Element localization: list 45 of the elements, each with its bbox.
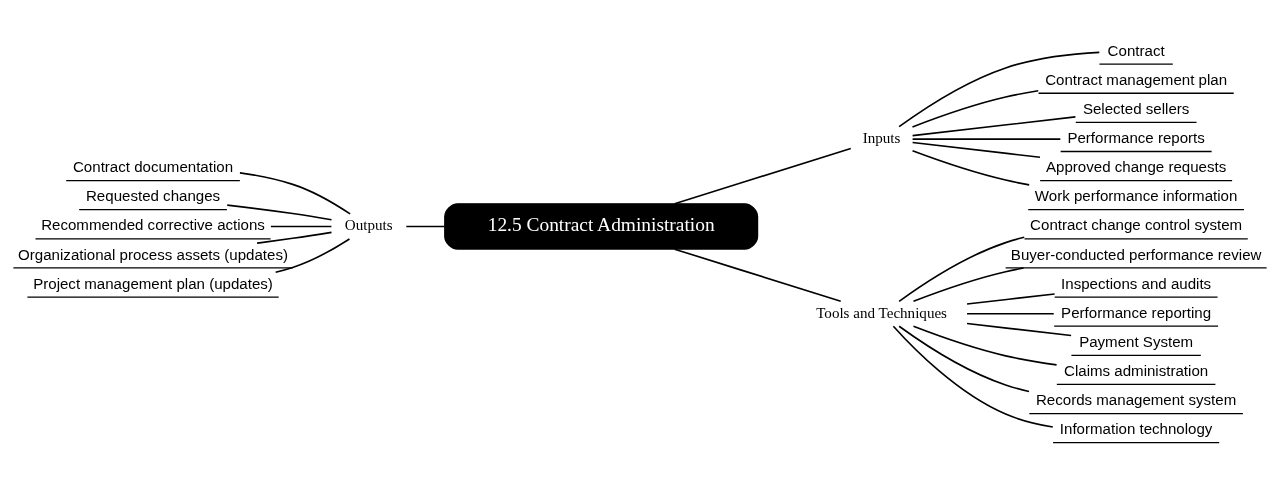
node-text: Inputs xyxy=(862,130,901,147)
connector xyxy=(226,204,333,221)
node-text: Contract documentation xyxy=(72,158,234,176)
connector xyxy=(911,138,1062,140)
connector xyxy=(898,51,1101,128)
connector xyxy=(673,147,852,205)
node-text: Contract change control system xyxy=(1030,216,1243,234)
node-text: Recommended corrective actions xyxy=(41,216,265,234)
connector xyxy=(898,325,1030,393)
node-text: Outputs xyxy=(344,217,393,234)
node-text: Claims administration xyxy=(1064,362,1209,380)
connector xyxy=(270,225,333,228)
node-text: Contract management plan xyxy=(1045,70,1228,88)
connector xyxy=(239,172,351,215)
node-text: Selected sellers xyxy=(1082,99,1190,117)
node-text: Organizational process assets (updates) xyxy=(18,245,288,263)
node-text: Payment System xyxy=(1079,332,1194,350)
connector xyxy=(912,325,1058,366)
node-text: Buyer-conducted performance review xyxy=(1010,245,1262,263)
node-text: Performance reporting xyxy=(1061,303,1212,321)
node-text: Inspections and audits xyxy=(1061,274,1212,292)
node-text: Tools and Techniques xyxy=(816,304,947,321)
connector xyxy=(673,248,842,303)
connector xyxy=(274,238,351,274)
node-text: Work performance information xyxy=(1034,187,1238,205)
node-box: 12.5 Contract Administration xyxy=(444,203,759,250)
connector xyxy=(966,293,1056,305)
connector xyxy=(256,231,333,244)
connector xyxy=(405,225,446,228)
node-text: Contract xyxy=(1107,41,1165,59)
connector xyxy=(898,236,1026,303)
connector xyxy=(911,89,1039,128)
connector xyxy=(911,116,1077,137)
connector xyxy=(966,322,1072,337)
node-text: Requested changes xyxy=(85,187,221,205)
node-text: Performance reports xyxy=(1067,129,1205,147)
node-text: Project management plan (updates) xyxy=(33,274,273,292)
connector xyxy=(966,313,1055,315)
connector xyxy=(911,150,1030,186)
node-text: Approved change requests xyxy=(1046,158,1227,176)
connector xyxy=(911,141,1041,159)
node-text: Records management system xyxy=(1035,391,1237,409)
connector xyxy=(912,267,1025,303)
node-text: Information technology xyxy=(1059,420,1213,438)
connector xyxy=(892,325,1054,428)
